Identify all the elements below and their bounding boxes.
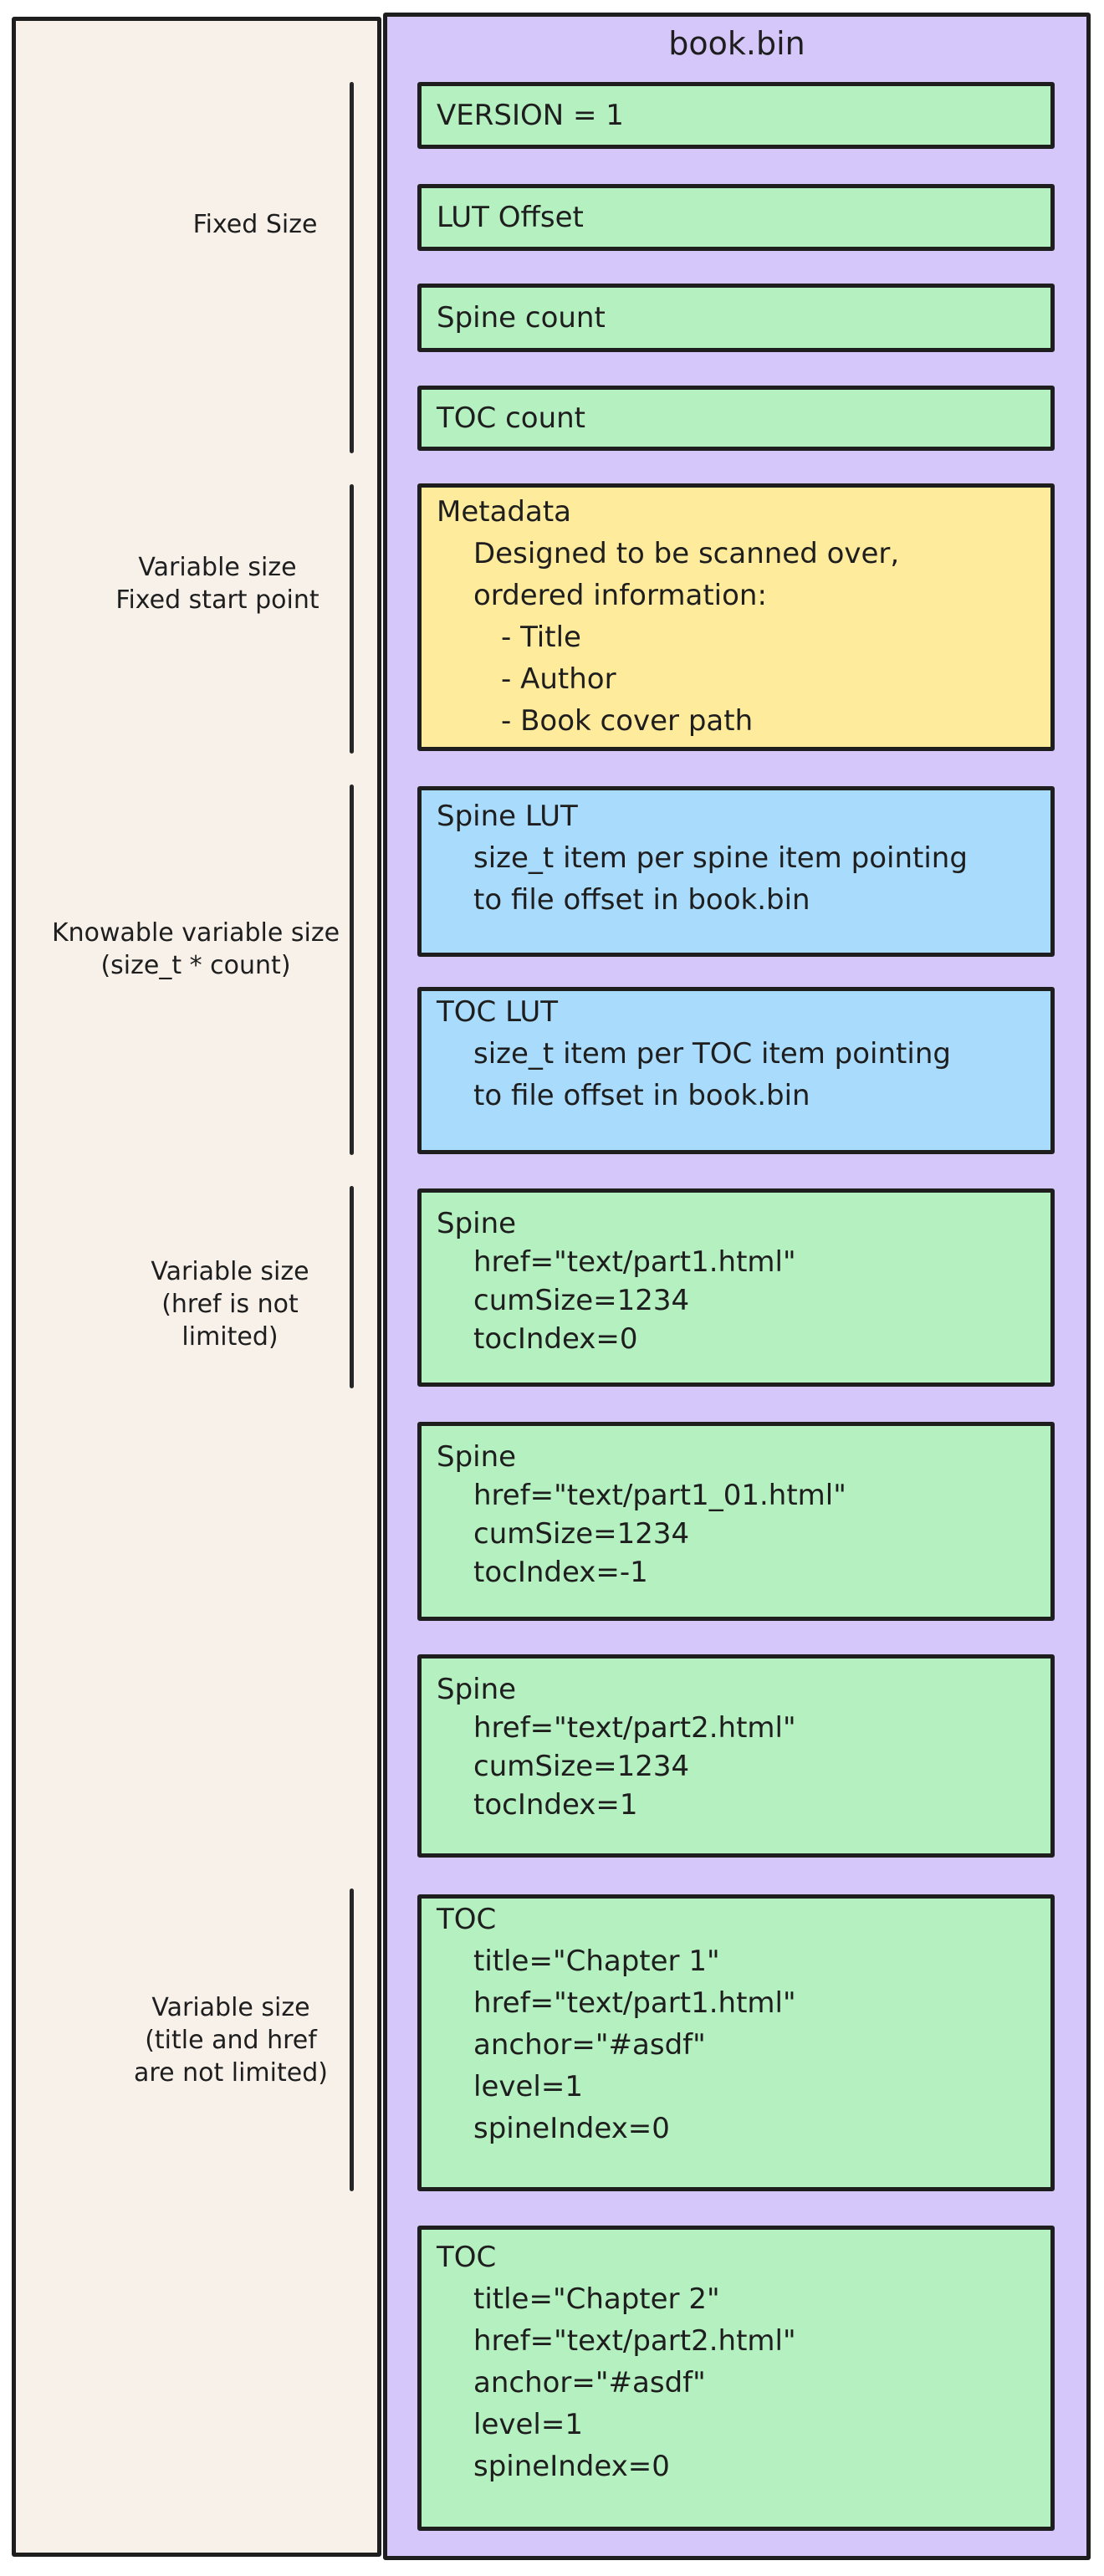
block-line: href="text/part2.html" [473, 2324, 796, 2358]
field-box-version: VERSION = 1 [417, 82, 1055, 149]
block-line: cumSize=1234 [473, 1517, 690, 1551]
side-label-knowable-variable: Knowable variable size (size_t * count) [51, 918, 340, 980]
toc-entry-block: TOC title="Chapter 1" href="text/part1.h… [417, 1894, 1055, 2191]
block-bullet: - Author [501, 662, 616, 696]
block-line: cumSize=1234 [473, 1750, 690, 1783]
field-box-lut-offset: LUT Offset [417, 184, 1055, 251]
block-line: level=1 [473, 2408, 583, 2441]
block-line: anchor="#asdf" [473, 2028, 706, 2062]
block-line: spineIndex=0 [473, 2450, 670, 2483]
block-line: size_t item per TOC item pointing [473, 1037, 951, 1071]
toc-entry-block: TOC title="Chapter 2" href="text/part2.h… [417, 2226, 1055, 2531]
block-title: Metadata [437, 495, 572, 529]
side-label-variable-href: Variable size (href is not limited) [151, 1257, 309, 1352]
block-line: title="Chapter 1" [473, 1945, 720, 1978]
block-bullet: - Book cover path [501, 704, 754, 738]
block-line: href="text/part1.html" [473, 1245, 796, 1279]
field-box-spine-count: Spine count [417, 284, 1055, 352]
field-label: LUT Offset [437, 201, 584, 234]
block-line: level=1 [473, 2070, 583, 2103]
block-title: TOC [437, 2241, 497, 2274]
block-line: to file offset in book.bin [473, 1079, 810, 1112]
metadata-block: Metadata Designed to be scanned over, or… [417, 483, 1055, 751]
field-box-toc-count: TOC count [417, 386, 1055, 451]
bracket-fixed-size [350, 82, 354, 453]
bracket-knowable-variable [350, 785, 354, 1155]
block-line: Designed to be scanned over, [473, 537, 900, 570]
block-line: href="text/part1.html" [473, 1986, 796, 2020]
spine-entry-block: Spine href="text/part2.html" cumSize=123… [417, 1654, 1055, 1858]
block-line: to file offset in book.bin [473, 883, 810, 917]
block-line: ordered information: [473, 579, 767, 612]
side-label-variable-fixed-start: Variable size Fixed start point [115, 553, 319, 615]
side-label-variable-title-href: Variable size (title and href are not li… [134, 1993, 328, 2088]
block-line: tocIndex=0 [473, 1322, 638, 1356]
block-title: Spine [437, 1440, 517, 1474]
block-line: tocIndex=1 [473, 1788, 638, 1822]
block-line: href="text/part1_01.html" [473, 1479, 846, 1512]
side-label-fixed-size: Fixed Size [192, 210, 318, 239]
block-line: tocIndex=-1 [473, 1556, 648, 1589]
block-line: size_t item per spine item pointing [473, 841, 968, 875]
bracket-variable-title-href [350, 1889, 354, 2191]
spine-lut-block: Spine LUT size_t item per spine item poi… [417, 786, 1055, 957]
field-label: VERSION = 1 [437, 99, 624, 132]
bracket-variable-fixed-start [350, 484, 354, 754]
spine-entry-block: Spine href="text/part1_01.html" cumSize=… [417, 1422, 1055, 1621]
toc-lut-block: TOC LUT size_t item per TOC item pointin… [417, 987, 1055, 1154]
field-label: Spine count [437, 301, 606, 335]
block-title: TOC [437, 1903, 497, 1936]
block-line: href="text/part2.html" [473, 1711, 796, 1745]
field-label: TOC count [437, 401, 586, 435]
block-title: Spine LUT [437, 800, 578, 833]
bracket-variable-href [350, 1186, 354, 1388]
block-title: Spine [437, 1673, 517, 1706]
block-line: spineIndex=0 [473, 2112, 670, 2145]
block-line: cumSize=1234 [473, 1284, 690, 1317]
block-line: title="Chapter 2" [473, 2282, 720, 2316]
block-bullet: - Title [501, 621, 581, 654]
file-title: book.bin [668, 25, 805, 62]
block-title: TOC LUT [437, 995, 558, 1029]
block-line: anchor="#asdf" [473, 2366, 706, 2400]
block-title: Spine [437, 1207, 517, 1240]
size-annotations-panel [12, 17, 381, 2557]
spine-entry-block: Spine href="text/part1.html" cumSize=123… [417, 1188, 1055, 1387]
